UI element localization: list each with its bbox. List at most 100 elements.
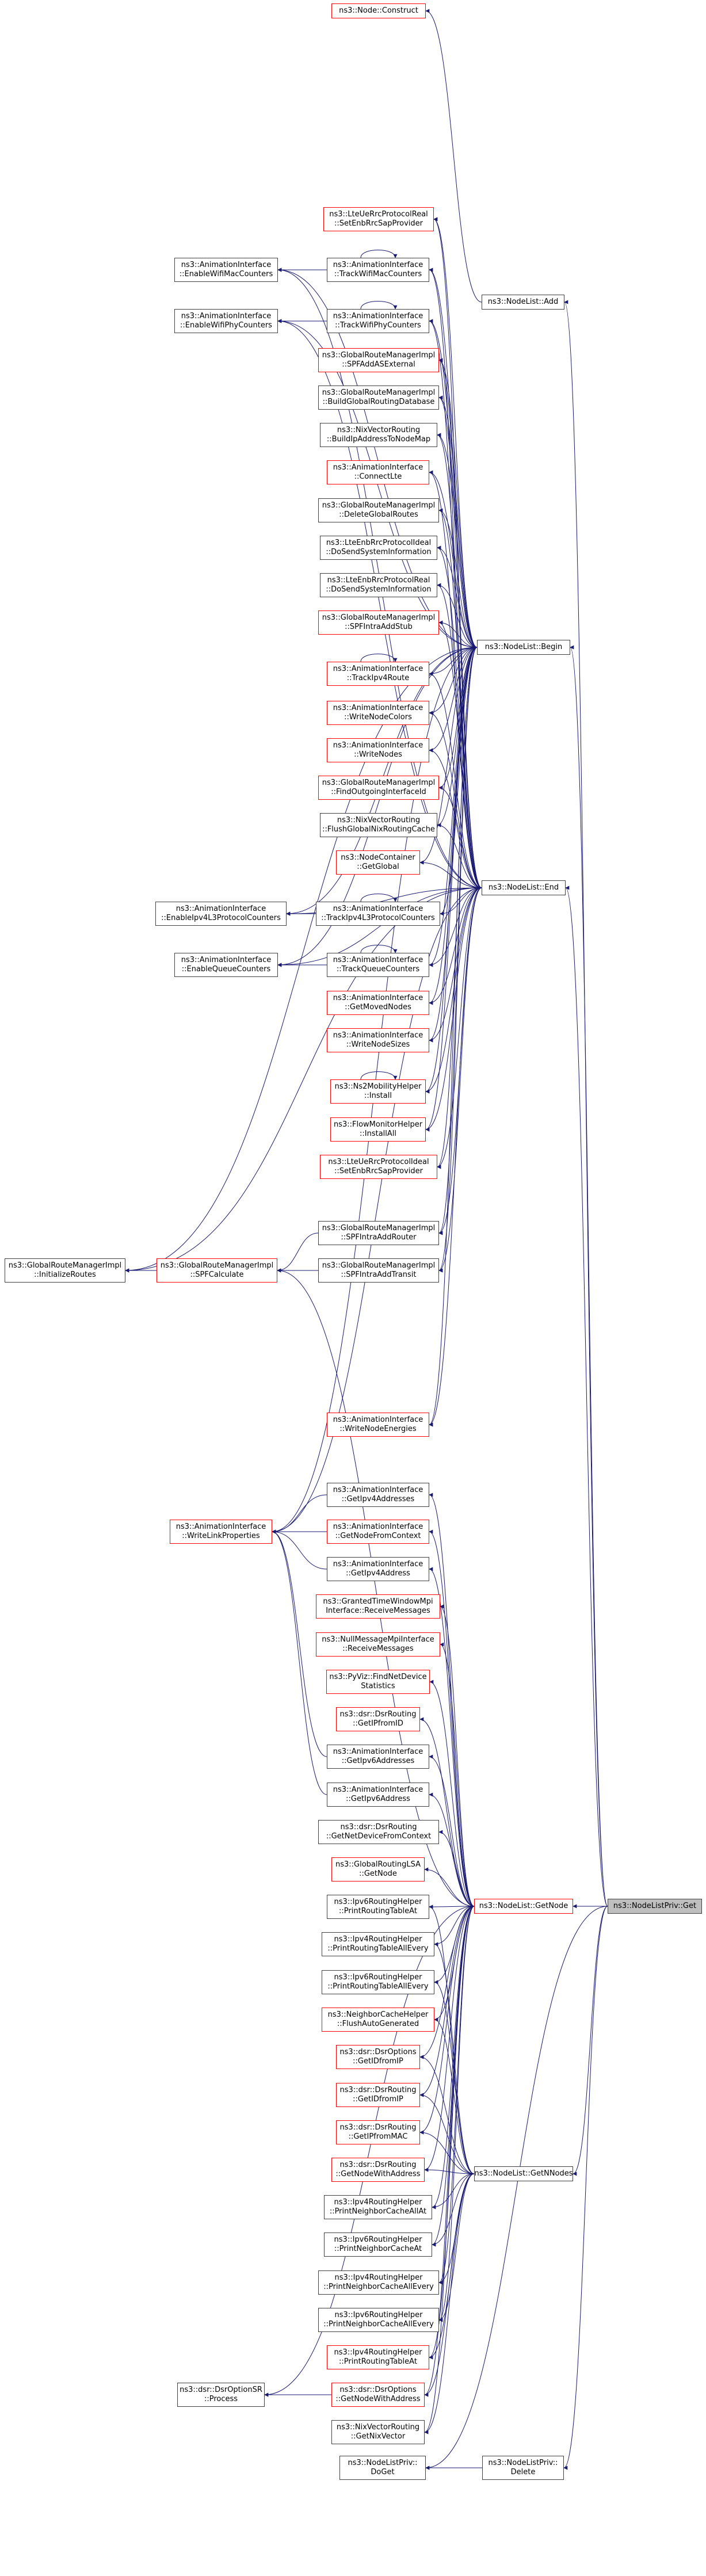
node-nixgetvector[interactable]: ns3::NixVectorRouting::GetNixVector: [331, 2420, 425, 2444]
node-dsrsrprocess[interactable]: ns3::dsr::DsrOptionSR::Process: [177, 2383, 265, 2407]
node-add[interactable]: ns3::NodeList::Add: [482, 295, 564, 310]
node-label-line: ns3::Ipv6RoutingHelper: [334, 2235, 422, 2244]
node-privdelete[interactable]: ns3::NodeListPriv::Delete: [482, 2456, 564, 2480]
edge-flowmonitor-begin: [425, 647, 478, 1132]
node-ipv6printncallevery[interactable]: ns3::Ipv6RoutingHelper::PrintNeighborCac…: [318, 2308, 439, 2332]
node-ipv6printrtat[interactable]: ns3::Ipv6RoutingHelper::PrintRoutingTabl…: [327, 1895, 429, 1919]
node-setenbrrc[interactable]: ns3::LteUeRrcProtocolReal::SetEnbRrcSapP…: [323, 207, 434, 231]
node-label-line: ns3::AnimationInterface: [333, 704, 423, 712]
node-label-line: ns3::LteUeRrcProtocolIdeal: [328, 1158, 429, 1166]
node-ns2mobility[interactable]: ns3::Ns2MobilityHelper::Install: [330, 1079, 426, 1104]
node-spfintrarouter[interactable]: ns3::GlobalRouteManagerImpl::SPFIntraAdd…: [318, 1221, 439, 1245]
node-getnodefromctx[interactable]: ns3::AnimationInterface::GetNodeFromCont…: [327, 1520, 429, 1544]
node-ipv6printrtallevery[interactable]: ns3::Ipv6RoutingHelper::PrintRoutingTabl…: [322, 1970, 434, 1994]
node-label-line: Interface::ReceiveMessages: [326, 1606, 430, 1615]
node-label-line: ns3::GlobalRouteManagerImpl: [322, 351, 436, 360]
node-label-line: ns3::NodeList::Add: [487, 297, 559, 306]
node-connectlte[interactable]: ns3::AnimationInterface::ConnectLte: [327, 460, 429, 484]
node-findoutgoing[interactable]: ns3::GlobalRouteManagerImpl::FindOutgoin…: [318, 776, 439, 800]
node-trackipv4route[interactable]: ns3::AnimationInterface::TrackIpv4Route: [327, 662, 429, 686]
node-label-line: ::GetGlobal: [357, 863, 399, 871]
edge-enablewifimac-begin: [277, 268, 478, 648]
node-label-line: ::Install: [364, 1092, 392, 1100]
node-dsrgetipfrommac[interactable]: ns3::dsr::DsrRouting::GetIPfromMAC: [336, 2120, 420, 2144]
edge-neighcache-getnnodes: [434, 2017, 475, 2174]
node-dsroptgetidfromip[interactable]: ns3::dsr::DsrOptions::GetIDfromIP: [336, 2045, 420, 2069]
node-getnode[interactable]: ns3::NodeList::GetNode: [474, 1899, 573, 1914]
node-label-line: ns3::AnimationInterface: [333, 956, 423, 964]
node-nodecontainer[interactable]: ns3::NodeContainer::GetGlobal: [336, 850, 420, 875]
node-label-line: ns3::Ipv4RoutingHelper: [334, 2273, 423, 2282]
node-ueideal[interactable]: ns3::LteUeRrcProtocolIdeal::SetEnbRrcSap…: [320, 1155, 437, 1179]
node-getmoved[interactable]: ns3::AnimationInterface::GetMovedNodes: [327, 991, 429, 1015]
node-enablewifiphy[interactable]: ns3::AnimationInterface::EnableWifiPhyCo…: [174, 309, 278, 333]
edge-nixgetvector-getnode: [424, 1906, 475, 2434]
node-nixbuild[interactable]: ns3::NixVectorRouting::BuildIpAddressToN…: [320, 423, 437, 447]
node-enableipv4l3[interactable]: ns3::AnimationInterface::EnableIpv4L3Pro…: [155, 902, 287, 926]
node-ipv4printncallevery[interactable]: ns3::Ipv4RoutingHelper::PrintNeighborCac…: [318, 2270, 439, 2295]
node-dsrroutgetidfromip[interactable]: ns3::dsr::DsrRouting::GetIDfromIP: [336, 2083, 420, 2107]
node-writenodesizes[interactable]: ns3::AnimationInterface::WriteNodeSizes: [327, 1028, 429, 1052]
node-enbreal[interactable]: ns3::LteEnbRrcProtocolReal::DoSendSystem…: [320, 573, 437, 597]
node-getipv6addr[interactable]: ns3::AnimationInterface::GetIpv6Address: [327, 1783, 429, 1807]
node-getnnodes[interactable]: ns3::NodeList::GetNNodes: [474, 2166, 573, 2181]
node-enablequeue[interactable]: ns3::AnimationInterface::EnableQueueCoun…: [174, 953, 278, 977]
node-doget[interactable]: ns3::NodeListPriv::DoGet: [339, 2456, 426, 2480]
node-label-line: ::PrintRoutingTableAllEvery: [327, 1944, 429, 1953]
node-enbideal[interactable]: ns3::LteEnbRrcProtocolIdeal::DoSendSyste…: [320, 536, 437, 560]
node-label-line: ns3::PyViz::FindNetDevice: [329, 1673, 427, 1681]
node-buildglobal[interactable]: ns3::GlobalRouteManagerImpl::BuildGlobal…: [318, 386, 439, 410]
node-neighcache[interactable]: ns3::NeighborCacheHelper::FlushAutoGener…: [322, 2008, 434, 2032]
node-writenodecolors[interactable]: ns3::AnimationInterface::WriteNodeColors: [327, 701, 429, 725]
node-spfcalc[interactable]: ns3::GlobalRouteManagerImpl::SPFCalculat…: [157, 1258, 277, 1283]
node-ipv4printrtallevery[interactable]: ns3::Ipv4RoutingHelper::PrintRoutingTabl…: [322, 1932, 434, 1956]
edge-enablequeue-begin: [277, 647, 478, 967]
node-nixflush[interactable]: ns3::NixVectorRouting::FlushGlobalNixRou…: [320, 813, 437, 837]
node-ipv4printrtat[interactable]: ns3::Ipv4RoutingHelper::PrintRoutingTabl…: [327, 2345, 429, 2369]
node-trackwifiphy[interactable]: ns3::AnimationInterface::TrackWifiPhyCou…: [327, 309, 429, 333]
node-trackwifimac[interactable]: ns3::AnimationInterface::TrackWifiMacCou…: [327, 258, 429, 282]
node-flowmonitor[interactable]: ns3::FlowMonitorHelper::InstallAll: [330, 1117, 426, 1142]
node-writenodes[interactable]: ns3::AnimationInterface::WriteNodes: [327, 738, 429, 762]
node-globallsa[interactable]: ns3::GlobalRoutingLSA::GetNode: [331, 1857, 425, 1882]
node-dsroptgetnodewithaddr[interactable]: ns3::dsr::DsrOptions::GetNodeWithAddress: [331, 2383, 425, 2407]
edge-writeenergies-begin: [429, 647, 478, 1427]
node-ipv4printncallat[interactable]: ns3::Ipv4RoutingHelper::PrintNeighborCac…: [324, 2195, 432, 2219]
node-label-line: DoGet: [371, 2468, 395, 2476]
node-end[interactable]: ns3::NodeList::End: [482, 880, 566, 895]
node-label-line: ns3::LteUeRrcProtocolReal: [329, 210, 428, 219]
node-ipv6printncat[interactable]: ns3::Ipv6RoutingHelper::PrintNeighborCac…: [324, 2232, 432, 2257]
node-getipv6addrs[interactable]: ns3::AnimationInterface::GetIpv6Addresse…: [327, 1745, 429, 1769]
node-writeenergies[interactable]: ns3::AnimationInterface::WriteNodeEnergi…: [327, 1413, 429, 1437]
node-label-line: ::ConnectLte: [354, 472, 402, 481]
node-label-line: ns3::LteEnbRrcProtocolReal: [327, 576, 430, 585]
node-initroutes[interactable]: ns3::GlobalRouteManagerImpl::InitializeR…: [5, 1258, 125, 1283]
node-nullmsg[interactable]: ns3::NullMessageMpiInterface::ReceiveMes…: [316, 1632, 440, 1657]
node-spfintratransit[interactable]: ns3::GlobalRouteManagerImpl::SPFIntraAdd…: [318, 1258, 439, 1283]
node-label-line: ns3::NeighborCacheHelper: [327, 2010, 429, 2019]
node-trackqueue[interactable]: ns3::AnimationInterface::TrackQueueCount…: [327, 953, 429, 977]
node-dsrgetnetdev[interactable]: ns3::dsr::DsrRouting::GetNetDeviceFromCo…: [318, 1820, 439, 1844]
node-privget[interactable]: ns3::NodeListPriv::Get: [608, 1899, 702, 1914]
node-construct[interactable]: ns3::Node::Construct: [331, 3, 426, 18]
node-dsrgetipfromid[interactable]: ns3::dsr::DsrRouting::GetIPfromID: [336, 1707, 420, 1731]
node-deleteglobal[interactable]: ns3::GlobalRouteManagerImpl::DeleteGloba…: [318, 498, 439, 522]
node-writelinkprops[interactable]: ns3::AnimationInterface::WriteLinkProper…: [170, 1520, 272, 1544]
node-label-line: ns3::NixVectorRouting: [336, 2423, 420, 2432]
edge-trackipv4l3-trackipv4l3: [360, 894, 398, 902]
node-spfaddase[interactable]: ns3::GlobalRouteManagerImpl::SPFAddASExt…: [318, 348, 439, 372]
node-trackipv4l3[interactable]: ns3::AnimationInterface::TrackIpv4L3Prot…: [316, 902, 440, 926]
edge-nixbuild-begin: [437, 433, 478, 648]
node-label-line: ns3::Ns2MobilityHelper: [334, 1082, 422, 1091]
node-spfintrastub[interactable]: ns3::GlobalRouteManagerImpl::SPFIntraAdd…: [318, 610, 439, 635]
node-label-line: ns3::AnimationInterface: [333, 261, 423, 269]
node-label-line: ::PrintNeighborCacheAllEvery: [323, 2320, 434, 2329]
node-getipv4addrs[interactable]: ns3::AnimationInterface::GetIpv4Addresse…: [327, 1483, 429, 1507]
node-begin[interactable]: ns3::NodeList::Begin: [477, 640, 570, 655]
node-dsrgetnodewithaddr[interactable]: ns3::dsr::DsrRouting::GetNodeWithAddress: [331, 2158, 425, 2182]
node-enablewifimac[interactable]: ns3::AnimationInterface::EnableWifiMacCo…: [174, 258, 278, 282]
node-getipv4addr[interactable]: ns3::AnimationInterface::GetIpv4Address: [327, 1557, 429, 1581]
